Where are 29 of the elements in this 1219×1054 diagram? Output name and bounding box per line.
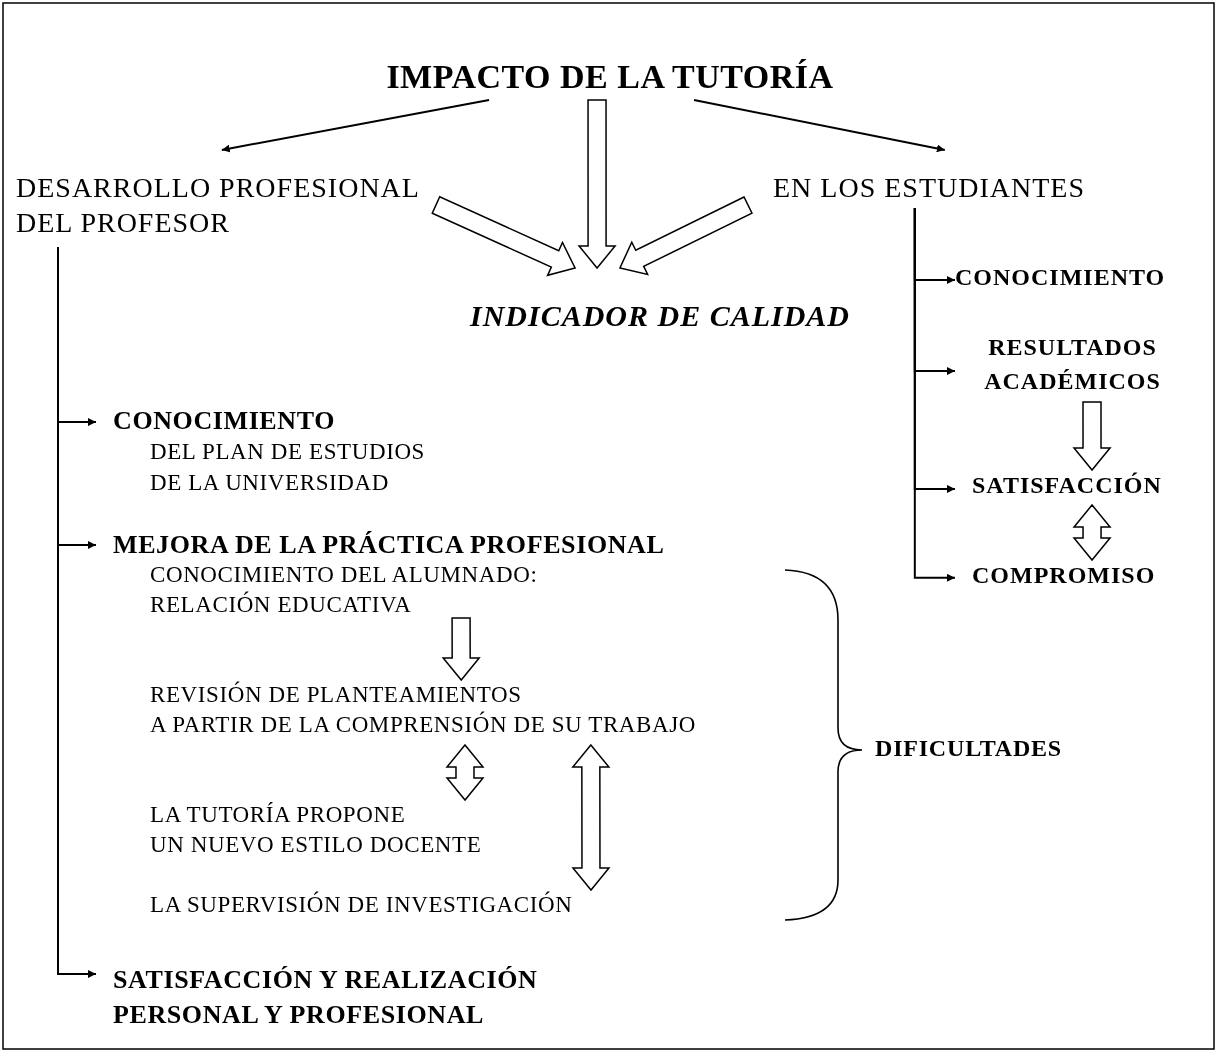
item-text: REVISIÓN DE PLANTEAMIENTOS A PARTIR DE LA COMPRENSIÓN DE SU TRABAJO <box>150 680 696 739</box>
arrow <box>693 99 946 153</box>
block-arrow <box>441 617 481 682</box>
item-text: LA TUTORÍA PROPONE UN NUEVO ESTILO DOCENTE <box>150 801 482 859</box>
item-heading: MEJORA DE LA PRÁCTICA PROFESIONAL <box>113 529 665 561</box>
block-arrow <box>431 195 577 277</box>
double-block-arrow <box>1072 503 1112 562</box>
double-block-arrow <box>445 743 485 802</box>
group-label: DIFICULTADES <box>875 734 1062 763</box>
item-heading: CONOCIMIENTO <box>955 263 1166 292</box>
branch-arrow <box>57 246 97 978</box>
branch-label: DESARROLLO PROFESIONAL DEL PROFESOR <box>16 171 420 240</box>
item-text: CONOCIMIENTO DEL ALUMNADO: RELACIÓN EDUCATIVA <box>150 561 538 619</box>
item-heading: COMPROMISO <box>972 561 1156 590</box>
outcome-label: INDICADOR DE CALIDAD <box>469 298 851 334</box>
item-heading: RESULTADOS ACADÉMICOS <box>984 333 1161 396</box>
item-heading: CONOCIMIENTO <box>113 405 335 436</box>
block-arrow <box>618 196 753 276</box>
item-text: DEL PLAN DE ESTUDIOS DE LA UNIVERSIDAD <box>150 438 425 497</box>
block-arrow <box>1072 401 1112 472</box>
item-text: LA SUPERVISIÓN DE INVESTIGACIÓN <box>150 890 573 919</box>
item-heading: SATISFACCIÓN Y REALIZACIÓN PERSONAL Y PROFESIONAL <box>113 964 538 1031</box>
heading-text: IMPACTO DE LA TUTORÍA <box>386 57 834 97</box>
arrow <box>220 99 491 153</box>
item-heading: SATISFACCIÓN <box>972 471 1162 500</box>
double-block-arrow <box>571 743 611 892</box>
branch-arrow <box>913 207 956 582</box>
branch-label: EN LOS ESTUDIANTES <box>773 171 1085 205</box>
block-arrow <box>577 99 617 270</box>
